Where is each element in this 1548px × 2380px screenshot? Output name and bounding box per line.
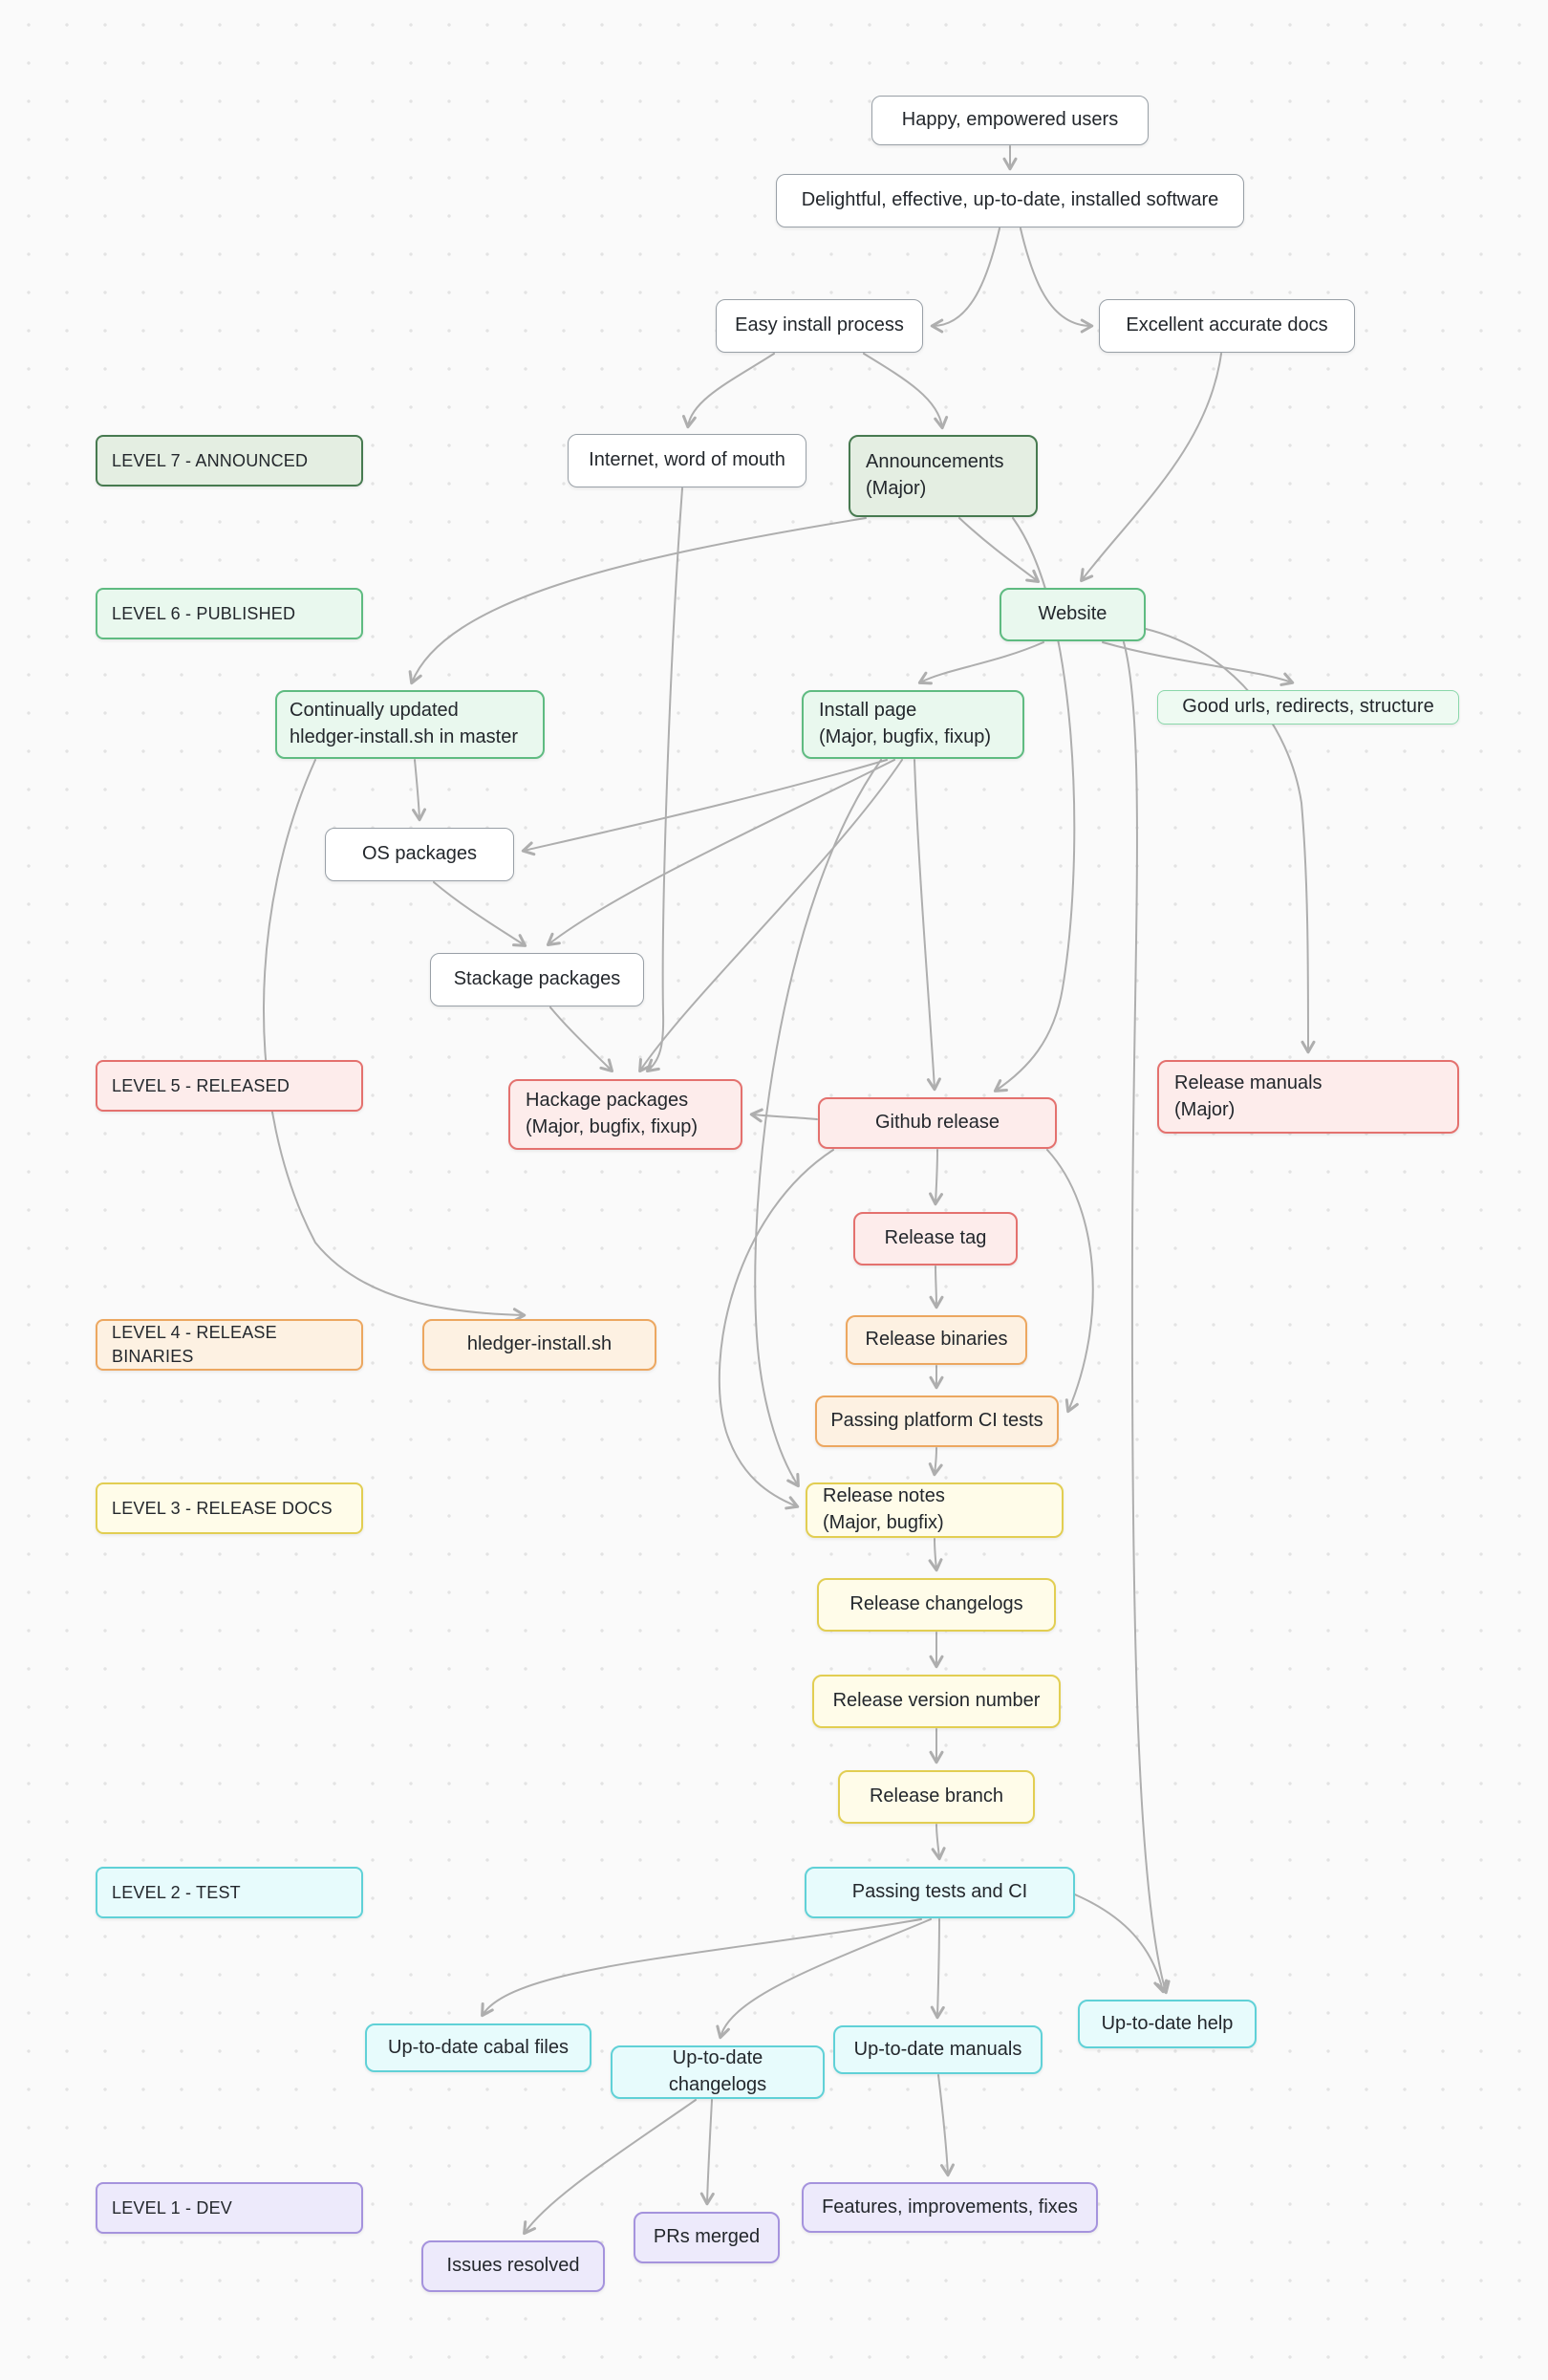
level-7-announced-label: LEVEL 7 - ANNOUNCED xyxy=(96,435,363,487)
node-easy-install-process: Easy install process xyxy=(716,299,923,353)
level-1-dev-label: LEVEL 1 - DEV xyxy=(96,2182,363,2234)
edge-excellent-docs-website xyxy=(1080,353,1222,583)
edge-website-up-help xyxy=(1123,641,1171,1995)
edge-install-page-github-release xyxy=(914,759,941,1092)
node-hledger-install-sh: hledger-install.sh xyxy=(422,1319,656,1371)
edge-github-release-release-tag xyxy=(929,1149,944,1206)
edge-passing-tests-up-changelogs xyxy=(716,1918,932,2040)
edge-release-tag-release-binaries xyxy=(929,1266,944,1309)
node-release-notes: Release notes (Major, bugfix) xyxy=(806,1482,1064,1538)
edge-release-notes-release-changelogs xyxy=(928,1538,943,1572)
node-os-packages: OS packages xyxy=(325,828,514,881)
node-website: Website xyxy=(1000,588,1146,641)
node-up-to-date-help: Up-to-date help xyxy=(1078,2000,1257,2048)
edge-announcements-continually xyxy=(408,517,867,685)
node-features-improvements-fixes: Features, improvements, fixes xyxy=(802,2182,1098,2233)
edge-passing-platform-release-notes xyxy=(928,1447,943,1477)
edge-github-release-passing-platform xyxy=(1046,1149,1094,1414)
edge-stackage-hackage xyxy=(549,1006,614,1073)
node-release-branch: Release branch xyxy=(838,1770,1035,1824)
edge-passing-tests-up-help xyxy=(1069,1892,1169,1994)
edge-internet-hackage xyxy=(645,487,683,1072)
node-passing-tests-and-ci: Passing tests and CI xyxy=(805,1867,1075,1918)
node-release-manuals: Release manuals (Major) xyxy=(1157,1060,1459,1134)
node-up-to-date-cabal-files: Up-to-date cabal files xyxy=(365,2023,591,2072)
node-happy-users: Happy, empowered users xyxy=(871,96,1149,145)
level-5-released-label: LEVEL 5 - RELEASED xyxy=(96,1060,363,1112)
edge-github-release-hackage xyxy=(749,1108,818,1123)
edge-install-page-os-packages xyxy=(521,759,888,856)
edge-easy-install-announcements xyxy=(863,353,949,430)
node-excellent-accurate-docs: Excellent accurate docs xyxy=(1099,299,1355,353)
edge-up-changelogs-prs-merged xyxy=(699,2099,715,2206)
node-release-version-number: Release version number xyxy=(812,1675,1061,1728)
edge-github-release-release-notes xyxy=(718,1149,834,1510)
edge-continually-os-packages xyxy=(412,759,427,822)
node-github-release: Github release xyxy=(818,1097,1057,1149)
edge-install-page-hackage xyxy=(638,759,903,1073)
node-continually-updated-hledger-install: Continually updated hledger-install.sh i… xyxy=(275,690,545,759)
node-passing-platform-ci-tests: Passing platform CI tests xyxy=(815,1396,1059,1447)
edge-easy-install-internet xyxy=(681,353,775,429)
edge-delightful-excellent-docs xyxy=(1020,227,1094,334)
node-delightful-software: Delightful, effective, up-to-date, insta… xyxy=(776,174,1244,227)
edge-passing-tests-cabal-files xyxy=(481,1918,922,2018)
node-announcements: Announcements (Major) xyxy=(849,435,1038,517)
node-release-tag: Release tag xyxy=(853,1212,1018,1266)
edge-announcements-website xyxy=(958,517,1041,583)
edge-website-install-page xyxy=(917,641,1044,685)
node-install-page: Install page (Major, bugfix, fixup) xyxy=(802,690,1024,759)
edge-os-packages-stackage xyxy=(433,881,527,947)
level-6-published-label: LEVEL 6 - PUBLISHED xyxy=(96,588,363,639)
edge-delightful-easy-install xyxy=(930,227,1000,334)
node-hackage-packages: Hackage packages (Major, bugfix, fixup) xyxy=(508,1079,742,1150)
node-up-to-date-changelogs: Up-to-date changelogs xyxy=(611,2045,825,2099)
edge-release-branch-passing-tests xyxy=(931,1824,946,1861)
edge-install-page-stackage xyxy=(546,759,895,946)
edge-up-manuals-features xyxy=(937,2074,955,2177)
level-2-test-label: LEVEL 2 - TEST xyxy=(96,1867,363,1918)
node-release-changelogs: Release changelogs xyxy=(817,1578,1056,1632)
edge-website-good-urls xyxy=(1102,641,1295,686)
node-issues-resolved: Issues resolved xyxy=(421,2240,605,2292)
node-good-urls: Good urls, redirects, structure xyxy=(1157,690,1459,725)
level-4-release-binaries-label: LEVEL 4 - RELEASE BINARIES xyxy=(96,1319,363,1371)
level-3-release-docs-label: LEVEL 3 - RELEASE DOCS xyxy=(96,1482,363,1534)
node-internet-word-of-mouth: Internet, word of mouth xyxy=(568,434,806,487)
node-prs-merged: PRs merged xyxy=(634,2212,780,2263)
node-release-binaries: Release binaries xyxy=(846,1315,1027,1365)
edge-passing-tests-up-manuals xyxy=(930,1918,945,2020)
node-up-to-date-manuals: Up-to-date manuals xyxy=(833,2025,1043,2074)
node-stackage-packages: Stackage packages xyxy=(430,953,644,1006)
